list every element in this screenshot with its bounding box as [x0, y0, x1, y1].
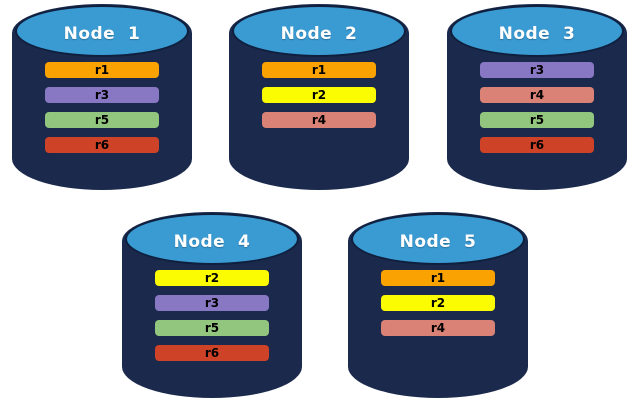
replica-bar: r4	[480, 87, 594, 103]
replica-bar: r2	[262, 87, 376, 103]
replica-label: r2	[311, 88, 327, 102]
replica-label: r5	[94, 113, 110, 127]
replica-bar: r5	[155, 320, 269, 336]
replica-bar: r3	[45, 87, 159, 103]
replica-label: r6	[94, 138, 110, 152]
replica-list: r1 r3 r5 r6	[45, 62, 159, 162]
replica-bar: r5	[480, 112, 594, 128]
node-label: Node 3	[498, 23, 576, 44]
replica-bar: r3	[480, 62, 594, 78]
cylinder-cap: Node 4	[125, 213, 299, 265]
replica-bar: r1	[381, 270, 495, 286]
replica-label: r1	[311, 63, 327, 77]
replica-bar: r2	[155, 270, 269, 286]
replica-label: r1	[94, 63, 110, 77]
replica-bar: r3	[155, 295, 269, 311]
replica-label: r4	[311, 113, 327, 127]
db-node: Node 4 r2 r3 r5 r6	[122, 212, 302, 398]
replica-label: r4	[430, 321, 446, 335]
cylinder-cap: Node 2	[232, 5, 406, 57]
db-node: Node 2 r1 r2 r4	[229, 4, 409, 190]
replica-bar: r4	[262, 112, 376, 128]
replica-label: r1	[430, 271, 446, 285]
replica-bar: r6	[45, 137, 159, 153]
replica-label: r6	[529, 138, 545, 152]
replica-label: r3	[529, 63, 545, 77]
replica-bar: r6	[480, 137, 594, 153]
replica-bar: r1	[45, 62, 159, 78]
replica-list: r1 r2 r4	[262, 62, 376, 137]
replica-label: r4	[529, 88, 545, 102]
cylinder-cap: Node 3	[450, 5, 624, 57]
replica-list: r2 r3 r5 r6	[155, 270, 269, 370]
db-node: Node 5 r1 r2 r4	[348, 212, 528, 398]
node-label: Node 4	[173, 231, 251, 252]
db-node: Node 1 r1 r3 r5 r6	[12, 4, 192, 190]
replica-label: r6	[204, 346, 220, 360]
replica-label: r2	[430, 296, 446, 310]
replica-list: r1 r2 r4	[381, 270, 495, 345]
replica-label: r3	[94, 88, 110, 102]
cylinder-cap: Node 1	[15, 5, 189, 57]
db-node: Node 3 r3 r4 r5 r6	[447, 4, 627, 190]
replica-label: r2	[204, 271, 220, 285]
replica-bar: r5	[45, 112, 159, 128]
replica-list: r3 r4 r5 r6	[480, 62, 594, 162]
node-label: Node 2	[280, 23, 358, 44]
replica-label: r3	[204, 296, 220, 310]
replica-label: r5	[529, 113, 545, 127]
replica-bar: r6	[155, 345, 269, 361]
node-label: Node 5	[399, 231, 477, 252]
replica-bar: r4	[381, 320, 495, 336]
node-label: Node 1	[63, 23, 141, 44]
replica-bar: r2	[381, 295, 495, 311]
replica-label: r5	[204, 321, 220, 335]
cylinder-cap: Node 5	[351, 213, 525, 265]
replica-bar: r1	[262, 62, 376, 78]
